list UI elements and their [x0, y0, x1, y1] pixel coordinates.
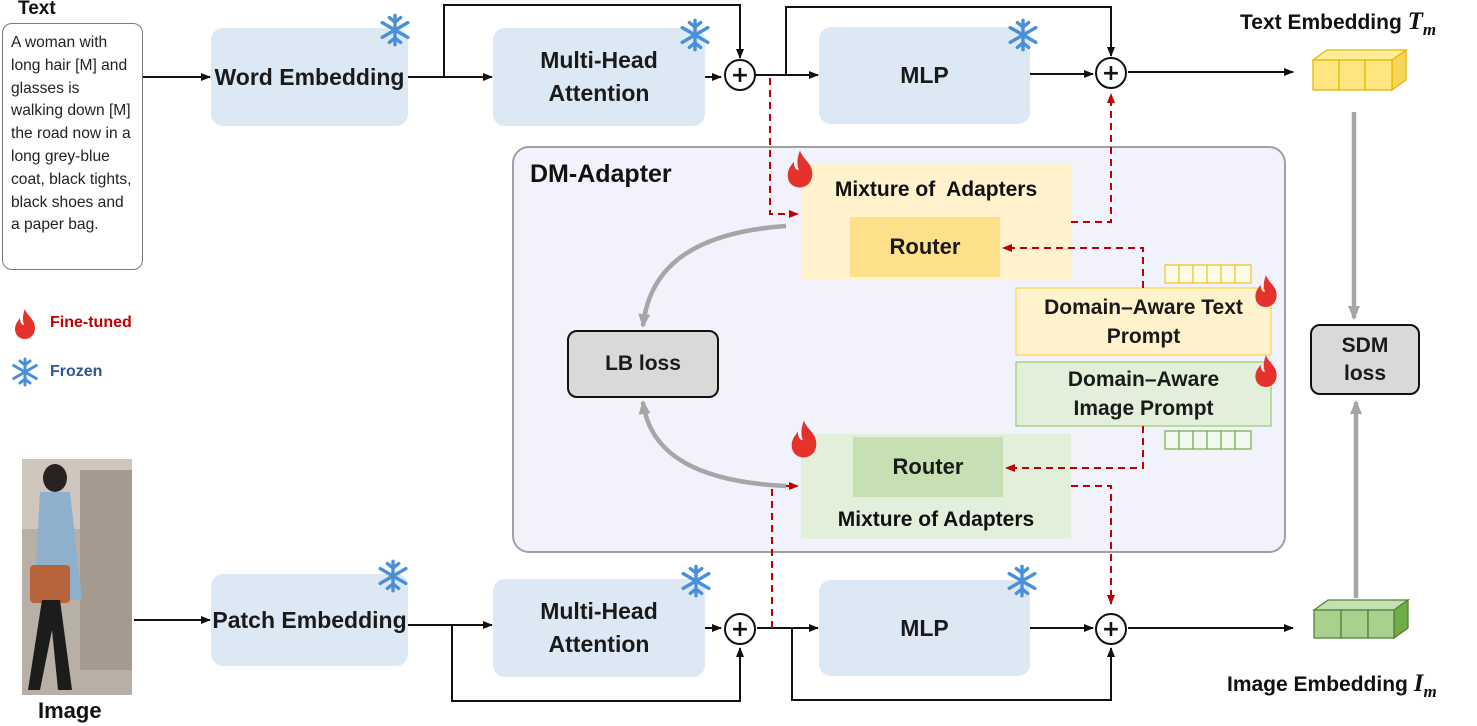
image-router-label: Router: [892, 454, 964, 479]
text-adapter-input-flow: [769, 78, 799, 218]
svg-text:+: +: [731, 617, 749, 642]
sdm-loss-box: [1310, 324, 1420, 395]
patch-embedding-frozen-icon: [375, 558, 411, 594]
image-input-title: Image: [38, 698, 102, 723]
image-prompt-tokens: [1164, 430, 1252, 450]
legend-frozen-label: Frozen: [50, 363, 103, 380]
text-attention-frozen-icon: [677, 17, 713, 53]
person-image: [22, 459, 132, 695]
image-embedding-label-text: Image Embedding: [1227, 673, 1408, 696]
image-embedding-cube: [1311, 598, 1411, 640]
text-mlp-frozen-icon: [1005, 17, 1041, 53]
text-mlp-block: MLP: [819, 27, 1030, 124]
lb-loss-label: LB loss: [605, 352, 681, 375]
image-attention-frozen-icon: [678, 563, 714, 599]
image-moa-fine-tuned-icon: [786, 418, 822, 460]
image-adapter-output-flow: [1071, 485, 1115, 605]
patch-embedding-block: Patch Embedding: [211, 574, 408, 666]
text-embedding-cube: [1310, 48, 1409, 92]
image-adapter-input-flow: [771, 482, 799, 628]
svg-text:+: +: [1102, 617, 1120, 642]
image-embedding-symbol: Im: [1413, 670, 1437, 701]
legend-fire-icon: [10, 307, 40, 341]
dm-adapter-title: DM-Adapter: [530, 160, 672, 188]
image-prompt-fine-tuned-icon: [1250, 352, 1282, 390]
image-attention-block: Multi-Head Attention: [493, 579, 705, 677]
legend-fine-tuned-label: Fine-tuned: [50, 314, 132, 331]
text-attention-block: Multi-Head Attention: [493, 28, 705, 126]
text-prompt-to-router-flow: [1002, 244, 1144, 288]
sdm-loss-label: SDM loss: [1341, 333, 1389, 385]
image-mlp-frozen-icon: [1004, 563, 1040, 599]
text-moa-fine-tuned-icon: [782, 148, 818, 190]
text-embedding-label-text: Text Embedding: [1240, 11, 1402, 34]
text-prompt-fine-tuned-icon: [1250, 272, 1282, 310]
text-moa-label: Mixture of Adapters: [834, 178, 1038, 201]
text-embedding-symbol: Tm: [1407, 8, 1437, 39]
image-moa-to-lb-loss-arrow: [638, 400, 787, 489]
text-input-title: Text: [18, 0, 56, 19]
text-prompt-label: Domain–Aware Text Prompt: [1044, 295, 1243, 348]
word-embedding-block: Word Embedding: [211, 28, 408, 126]
text-input-sentence: A woman with long hair [M] and glasses i…: [2, 23, 143, 270]
text-moa-to-lb-loss-arrow: [638, 223, 787, 328]
svg-text:+: +: [1102, 61, 1120, 86]
text-mlp-residual-add: +: [1095, 57, 1127, 89]
text-embedding-label: Text Embedding Tm: [1240, 8, 1436, 40]
word-embedding-frozen-icon: [377, 12, 413, 48]
text-prompt-box: [1015, 287, 1272, 356]
image-attention-residual-add: +: [724, 613, 756, 645]
text-attention-residual-add: +: [724, 59, 756, 91]
text-router-box: [850, 217, 1000, 277]
image-prompt-box: [1015, 361, 1272, 427]
image-prompt-label: Domain–Aware Image Prompt: [1067, 368, 1220, 420]
image-moa-label: Mixture of Adapters: [837, 508, 1035, 531]
text-prompt-tokens: [1164, 264, 1252, 284]
text-adapter-output-flow: [1071, 93, 1115, 223]
image-embedding-label: Image Embedding Im: [1227, 670, 1437, 702]
svg-text:+: +: [731, 63, 749, 88]
image-mlp-block: MLP: [819, 580, 1030, 676]
legend-snow-icon: [9, 356, 41, 388]
image-prompt-to-router-flow: [1005, 426, 1144, 472]
image-mlp-residual-add: +: [1095, 613, 1127, 645]
lb-loss-box: [567, 330, 719, 398]
image-router-box: [853, 437, 1003, 497]
text-router-label: Router: [889, 234, 961, 259]
